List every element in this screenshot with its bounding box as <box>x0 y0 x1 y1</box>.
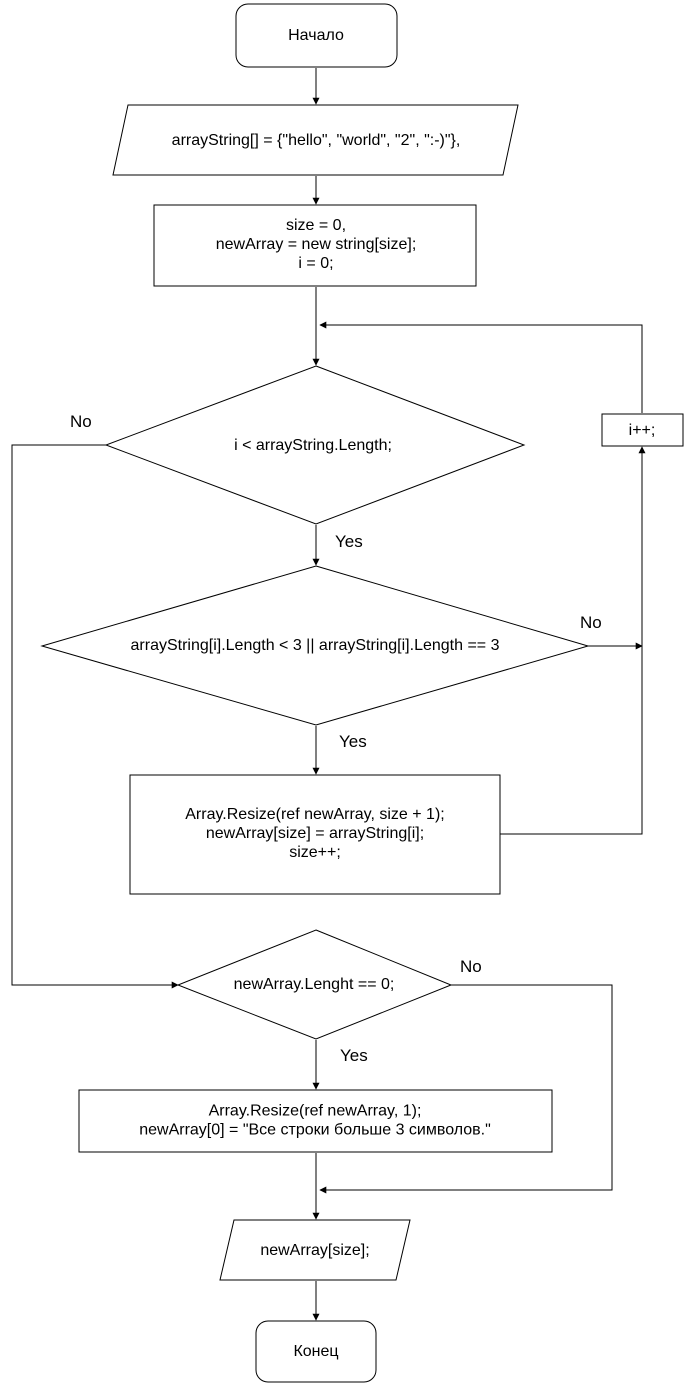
node-text-line: Начало <box>288 27 344 44</box>
node-empty-condition: newArray.Lenght == 0; <box>176 929 453 1040</box>
edge-empty-no <box>319 984 613 1194</box>
label-empty-yes: Yes <box>340 1046 368 1065</box>
node-text-line: size = 0, <box>286 217 346 234</box>
edge-append-to-increment <box>500 446 646 835</box>
node-text-line: i = 0; <box>298 255 333 272</box>
label-loop-no: No <box>70 412 92 431</box>
node-append: Array.Resize(ref newArray, size + 1); new… <box>129 774 501 895</box>
edge-increment-back-to-loop <box>319 321 643 413</box>
node-output: newArray[size]; <box>219 1219 411 1281</box>
node-fallback-text: Array.Resize(ref newArray, 1); newArray[0… <box>139 1103 491 1139</box>
node-loop-condition-text: i < arrayString.Length; <box>234 437 392 454</box>
edge-loop-no <box>11 444 179 989</box>
node-end-text: Конец <box>293 1343 338 1360</box>
node-text-line: newArray[size] = arrayString[i]; <box>206 825 424 842</box>
node-append-text: Array.Resize(ref newArray, size + 1); new… <box>185 806 444 861</box>
node-text-line: newArray = new string[size]; <box>216 236 417 253</box>
node-text-line: i++; <box>629 422 656 439</box>
node-text-line: newArray[0] = "Все строки больше 3 симво… <box>139 1122 491 1139</box>
node-text-line: size++; <box>289 844 341 861</box>
node-text-line: newArray.Lenght == 0; <box>234 976 395 993</box>
node-input-text: arrayString[] = {"hello", "world", "2", … <box>172 132 461 149</box>
node-increment: i++; <box>601 413 684 447</box>
node-length-condition-text: arrayString[i].Length < 3 || arrayString… <box>131 637 500 654</box>
node-text-line: arrayString[i].Length < 3 || arrayString… <box>131 637 500 654</box>
label-empty-no: No <box>460 957 482 976</box>
node-text-line: arrayString[] = {"hello", "world", "2", … <box>172 132 461 149</box>
node-loop-condition: i < arrayString.Length; <box>104 365 526 525</box>
edges <box>11 68 646 1321</box>
edge-labels: No Yes No Yes No Yes <box>70 412 602 1065</box>
node-text-line: Array.Resize(ref newArray, size + 1); <box>185 806 444 823</box>
node-output-text: newArray[size]; <box>260 1242 369 1259</box>
node-input: arrayString[] = {"hello", "world", "2", … <box>112 104 519 176</box>
node-init: size = 0, newArray = new string[size]; i =… <box>153 204 477 287</box>
node-length-condition: arrayString[i].Length < 3 || arrayString… <box>40 565 590 726</box>
node-start: Начало <box>235 3 398 68</box>
node-start-text: Начало <box>288 27 344 44</box>
node-text-line: Array.Resize(ref newArray, 1); <box>209 1103 422 1120</box>
label-loop-yes: Yes <box>335 532 363 551</box>
node-text-line: Конец <box>293 1343 338 1360</box>
node-increment-text: i++; <box>629 422 656 439</box>
label-length-no: No <box>580 613 602 632</box>
node-init-text: size = 0, newArray = new string[size]; i =… <box>216 217 417 272</box>
node-text-line: newArray[size]; <box>260 1242 369 1259</box>
node-text-line: i < arrayString.Length; <box>234 437 392 454</box>
node-end: Конец <box>255 1320 377 1383</box>
node-fallback: Array.Resize(ref newArray, 1); newArray[0… <box>78 1089 553 1153</box>
node-empty-condition-text: newArray.Lenght == 0; <box>234 976 395 993</box>
label-length-yes: Yes <box>339 732 367 751</box>
